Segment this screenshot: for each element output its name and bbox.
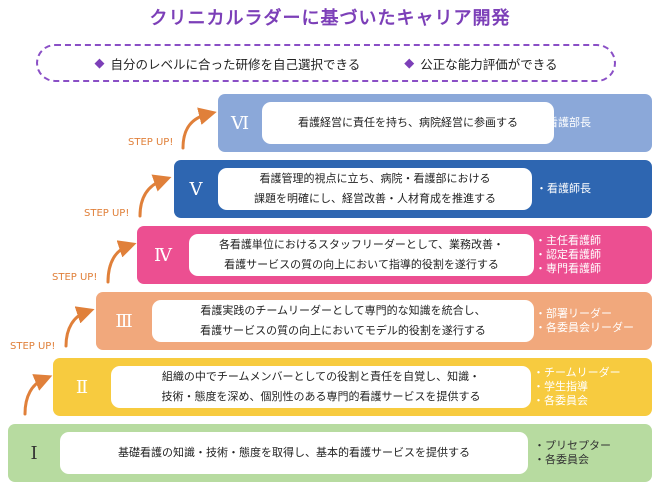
description-line: 基礎看護の知識・技術・態度を取得し、基本的看護サービスを提供する	[118, 446, 470, 459]
step-up-label: STEP UP!	[128, 137, 174, 148]
goal-text: 公正な能力評価ができる	[420, 56, 558, 72]
level-label: Ⅵ	[230, 112, 250, 134]
ladder-step-5: Ⅴ 看護管理的視点に立ち、病院・看護部における 課題を明確にし、経営改善・人材育…	[174, 160, 652, 218]
role-item: ・認定看護師	[535, 248, 601, 261]
step-up-label: STEP UP!	[52, 272, 98, 283]
ladder-step-2: Ⅱ 組織の中でチームメンバーとしての役割と責任を自覚し、知識・ 技術・態度を深め…	[53, 358, 652, 416]
description-line: 組織の中でチームメンバーとしての役割と責任を自覚し、知識・	[161, 370, 481, 383]
ladder-step-6: Ⅵ 看護経営に責任を持ち、病院経営に参画する ・看護部長	[218, 94, 652, 152]
role-item: ・各委員会	[533, 394, 588, 407]
step-up-arrow	[23, 374, 53, 416]
step-up-arrow	[138, 174, 172, 218]
goal-text: 自分のレベルに合った研修を自己選択できる	[110, 56, 361, 72]
level-label: Ⅰ	[30, 442, 38, 464]
role-item: ・看護部長	[536, 116, 591, 129]
step-up-arrow	[106, 240, 137, 284]
diamond-icon: ◆	[94, 55, 105, 71]
step-up-arrow	[64, 306, 95, 348]
ladder-step-4: Ⅳ 各看護単位におけるスタッフリーダーとして、業務改善・ 看護サービスの質の向上…	[137, 226, 652, 284]
role-item: ・専門看護師	[535, 262, 601, 275]
level-description: 看護管理的視点に立ち、病院・看護部における 課題を明確にし、経営改善・人材育成を…	[218, 168, 532, 210]
description-line: 技術・態度を深め、個別性のある専門的看護サービスを提供する	[161, 390, 481, 403]
role-item: ・主任看護師	[535, 234, 601, 247]
description-line: 看護サービスの質の向上において指導的役割を遂行する	[224, 258, 499, 271]
level-label: Ⅳ	[154, 244, 172, 266]
role-item: ・各委員会	[534, 453, 589, 466]
description-line: 看護管理的視点に立ち、病院・看護部における	[259, 172, 491, 185]
level-description: 看護経営に責任を持ち、病院経営に参画する	[262, 102, 554, 144]
role-item: ・チームリーダー	[533, 366, 621, 379]
level-label: Ⅴ	[189, 178, 203, 200]
role-item: ・部署リーダー	[535, 307, 612, 320]
step-up-arrow	[181, 107, 217, 150]
role-list: ・主任看護師 ・認定看護師 ・専門看護師	[535, 226, 601, 284]
description-line: 看護経営に責任を持ち、病院経営に参画する	[298, 116, 518, 129]
level-description: 各看護単位におけるスタッフリーダーとして、業務改善・ 看護サービスの質の向上にお…	[189, 234, 534, 276]
role-list: ・チームリーダー ・学生指導 ・各委員会	[533, 358, 621, 416]
ladder-step-3: Ⅲ 看護実践のチームリーダーとして専門的な知識を統合し、 看護サービスの質の向上…	[96, 292, 652, 350]
level-label: Ⅲ	[115, 310, 133, 332]
goals-box: ◆ 自分のレベルに合った研修を自己選択できる ◆ 公正な能力評価ができる	[36, 44, 616, 82]
description-line: 課題を明確にし、経営改善・人材育成を推進する	[254, 192, 496, 205]
diamond-icon: ◆	[404, 55, 415, 71]
role-list: ・プリセプター ・各委員会	[534, 424, 611, 482]
role-list: ・部署リーダー ・各委員会リーダー	[535, 292, 634, 350]
level-description: 基礎看護の知識・技術・態度を取得し、基本的看護サービスを提供する	[60, 432, 528, 474]
role-item: ・看護師長	[536, 182, 591, 195]
level-description: 看護実践のチームリーダーとして専門的な知識を統合し、 看護サービスの質の向上にお…	[152, 300, 534, 342]
step-up-label: STEP UP!	[84, 208, 130, 219]
role-item: ・各委員会リーダー	[535, 321, 634, 334]
goal-item: ◆ 自分のレベルに合った研修を自己選択できる	[94, 54, 360, 73]
description-line: 看護実践のチームリーダーとして専門的な知識を統合し、	[200, 304, 486, 317]
role-item: ・学生指導	[533, 380, 588, 393]
step-up-label: STEP UP!	[10, 341, 56, 352]
role-list: ・看護師長	[536, 160, 591, 218]
role-item: ・プリセプター	[534, 439, 611, 452]
ladder-step-1: Ⅰ 基礎看護の知識・技術・態度を取得し、基本的看護サービスを提供する ・プリセプ…	[8, 424, 652, 482]
description-line: 各看護単位におけるスタッフリーダーとして、業務改善・	[218, 238, 505, 251]
description-line: 看護サービスの質の向上においてモデル的役割を遂行する	[200, 324, 486, 337]
level-description: 組織の中でチームメンバーとしての役割と責任を自覚し、知識・ 技術・態度を深め、個…	[111, 366, 531, 408]
level-label: Ⅱ	[75, 376, 89, 398]
page-title: クリニカルラダーに基づいたキャリア開発	[149, 8, 511, 29]
goal-item: ◆ 公正な能力評価ができる	[404, 54, 557, 73]
role-list: ・看護部長	[536, 94, 591, 152]
